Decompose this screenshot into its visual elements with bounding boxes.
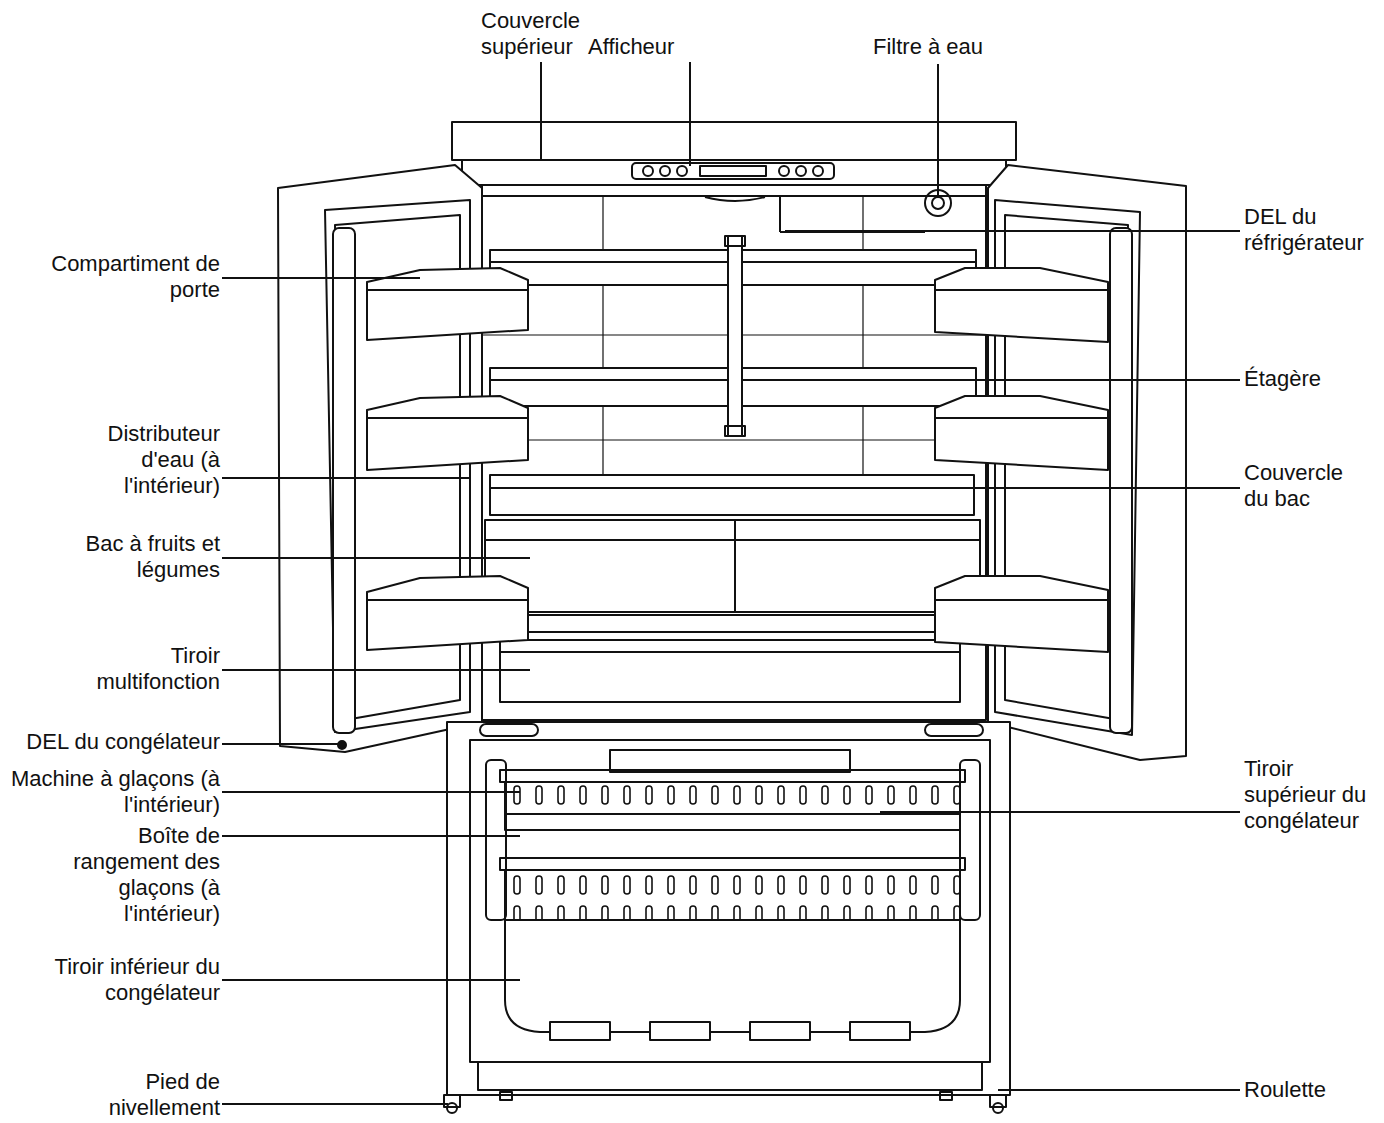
part-label: Compartiment de porte [45,251,220,303]
part-label: Couvercle du bac [1244,460,1360,512]
part-label: Étagère [1244,366,1374,392]
part-label: DEL du réfrigérateur [1244,204,1384,256]
part-label: Filtre à eau [873,34,1013,60]
leader-lines [222,62,1240,1104]
part-label: Afficheur [588,34,698,60]
part-label: Machine à glaçons (à l'intérieur) [4,766,220,818]
part-label: DEL du congélateur [0,729,220,755]
part-label: Tiroir inférieur du congélateur [15,954,220,1006]
part-label: Bac à fruits et légumes [58,531,220,583]
part-label: Couvercle supérieur [481,8,599,60]
part-label: Tiroir supérieur du congélateur [1244,756,1372,834]
part-label: Distributeur d'eau (à l'intérieur) [78,421,220,499]
part-label: Tiroir multifonction [68,643,220,695]
part-label: Pied de nivellement [78,1069,220,1121]
part-label: Roulette [1244,1077,1374,1103]
part-label: Boîte de rangement des glaçons (à l'inté… [50,823,220,927]
